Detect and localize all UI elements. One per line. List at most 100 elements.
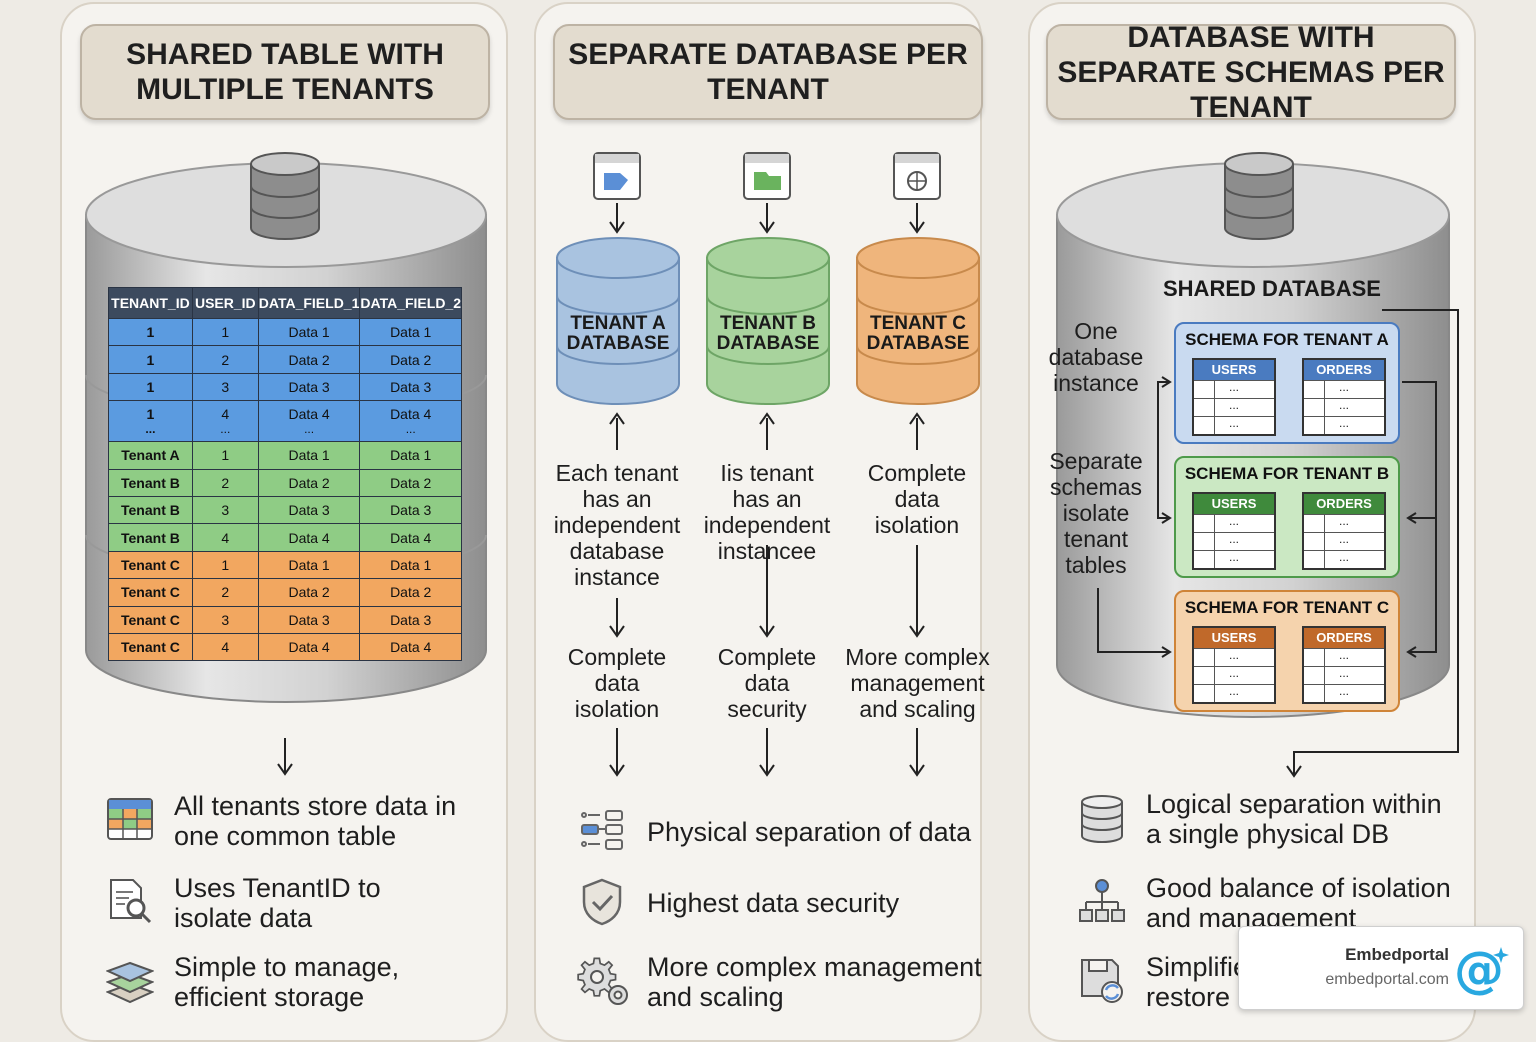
schema-title: SCHEMA FOR TENANT A (1185, 330, 1389, 349)
panel-1-title: SHARED TABLE WITH MULTIPLE TENANTS (80, 24, 490, 120)
database-icon (250, 152, 320, 240)
schema-table-orders: ORDERS......... (1302, 626, 1386, 704)
table-cell: Data 1 (257, 317, 361, 347)
table-cell: Data 3 (257, 372, 361, 402)
table-cell: Data 4 (359, 632, 462, 662)
search-document-icon (110, 879, 152, 924)
schema-table-header: ORDERS (1304, 360, 1384, 380)
table-cell: Tenant C (108, 550, 193, 580)
schema-table-header: USERS (1194, 628, 1274, 648)
table-cell: Tenant A (108, 441, 193, 470)
table-cell: 4 (191, 632, 259, 662)
panel-1-bullet-1: All tenants store data in one common tab… (174, 791, 457, 851)
flow-icon (581, 810, 623, 850)
table-cell: 1 (191, 550, 259, 580)
table-cell: 4... (191, 400, 259, 443)
table-cell: 1 (108, 372, 193, 402)
table-cell: Tenant C (108, 632, 193, 662)
schema-table-row: ... (1304, 380, 1384, 398)
panel-1-bullet-3: Simple to manage, efficient storage (174, 952, 400, 1012)
schema-title: SCHEMA FOR TENANT B (1184, 464, 1390, 483)
schema-table-header: USERS (1194, 360, 1274, 380)
db-a-top-text: Each tenant has an independent database … (553, 460, 681, 590)
cell-value: Data 4 (288, 405, 330, 422)
table-cell: Data 2 (257, 468, 361, 497)
db-c-top-text: Complete data isolation (867, 460, 967, 538)
schema-table-row: ... (1194, 416, 1274, 434)
panel-2-title: SEPARATE DATABASE PER TENANT (553, 24, 983, 120)
table-icon (107, 798, 153, 840)
database-cylinder-c (856, 237, 980, 405)
table-cell: 1... (108, 400, 193, 443)
schema-table-users: USERS......... (1192, 358, 1276, 436)
schema-table-row: ... (1304, 550, 1384, 568)
schema-table-row: ... (1194, 648, 1274, 666)
table-cell: Data 3 (257, 605, 361, 634)
shared-database-label: SHARED DATABASE (1163, 276, 1381, 301)
cell-ellipsis: ... (405, 421, 416, 436)
table-cell: 1 (108, 317, 193, 347)
panel-3-bullet-2: Good balance of isolation and management (1146, 873, 1451, 933)
table-cell: Data 4 (257, 632, 361, 662)
panel-2-bullet-2: Highest data security (647, 888, 900, 918)
schema-table-row: ... (1194, 666, 1274, 684)
side-text-separate-schemas: Separate schemas isolate tenant tables (1049, 448, 1143, 578)
database-stack-icon (1081, 795, 1123, 843)
watermark-name: Embedportal (1345, 945, 1449, 964)
table-cell: Data 1 (257, 550, 361, 580)
table-cell: Data 2 (359, 468, 462, 497)
schema-table-orders: ORDERS......... (1302, 358, 1386, 436)
shared-tenant-table: TENANT_ID USER_ID DATA_FIELD_1 DATA_FIEL… (108, 287, 462, 662)
schema-table-users: USERS......... (1192, 492, 1276, 570)
db-a-bottom-text: Complete data isolation (567, 644, 667, 722)
watermark-url: embedportal.com (1325, 971, 1449, 988)
cell-ellipsis: ... (220, 421, 231, 436)
embedportal-watermark[interactable]: Embedportal embedportal.com @ (1238, 926, 1524, 1010)
schema-table-row: ... (1194, 398, 1274, 416)
tenant-a-database: TENANT A DATABASE (555, 236, 681, 408)
db-b-top-text: Iis tenant has an independent instancee (703, 460, 831, 564)
table-row: 1...4...Data 4...Data 4... (108, 400, 462, 443)
at-sign-icon: @ (1455, 943, 1509, 997)
schema-table-header: ORDERS (1304, 494, 1384, 514)
table-cell: Tenant C (108, 578, 193, 607)
header-tenant-id: TENANT_ID (108, 287, 193, 319)
table-cell: Tenant B (108, 523, 193, 552)
table-cell: Data 1 (359, 550, 462, 580)
table-cell: 1 (191, 317, 259, 347)
cell-ellipsis: ... (304, 421, 315, 436)
table-cell: Data 3 (257, 495, 361, 525)
table-cell: Data 1 (257, 441, 361, 470)
table-cell: 2 (191, 578, 259, 607)
header-user-id: USER_ID (191, 287, 259, 319)
cell-value: 1 (146, 405, 155, 422)
cell-ellipsis: ... (145, 421, 156, 436)
schema-tenant-b: SCHEMA FOR TENANT B USERS......... ORDERS.… (1174, 456, 1400, 578)
table-cell: Data 4... (257, 400, 361, 443)
schema-table-row: ... (1304, 648, 1384, 666)
cell-value: 4 (221, 405, 230, 422)
schema-title: SCHEMA FOR TENANT C (1184, 598, 1390, 617)
tenant-c-database: TENANT C DATABASE (855, 236, 981, 408)
schema-table-row: ... (1194, 532, 1274, 550)
table-cell: Tenant B (108, 468, 193, 497)
table-cell: Data 2 (359, 578, 462, 607)
db-b-bottom-text: Complete data security (717, 644, 817, 722)
database-cylinder-b (706, 237, 830, 405)
table-cell: Data 4 (257, 523, 361, 552)
schema-table-orders: ORDERS......... (1302, 492, 1386, 570)
db-c-bottom-text: More complex management and scaling (845, 644, 990, 722)
schema-table-row: ... (1304, 532, 1384, 550)
schema-table-row: ... (1304, 398, 1384, 416)
side-text-one-instance: One database instance (1048, 318, 1144, 396)
schema-table-users: USERS......... (1192, 626, 1276, 704)
schema-table-row: ... (1304, 514, 1384, 532)
shield-icon (582, 878, 622, 926)
